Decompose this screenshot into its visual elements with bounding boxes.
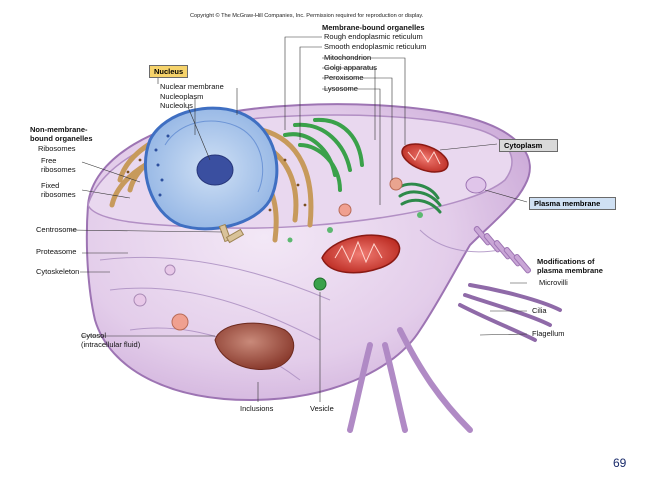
label-nucleoplasm: Nucleoplasm bbox=[160, 92, 204, 101]
label-fixed-ribosomes-2: ribosomes bbox=[41, 190, 76, 199]
label-microvilli: Microvilli bbox=[539, 278, 568, 287]
mitochondrion-lower bbox=[321, 234, 401, 274]
label-rough-er: Rough endoplasmic reticulum bbox=[324, 32, 423, 41]
smooth-er bbox=[283, 117, 364, 192]
copyright-notice: Copyright © The McGraw-Hill Companies, I… bbox=[190, 13, 424, 19]
label-ribosomes: Ribosomes bbox=[38, 144, 76, 153]
modifications-header-line2: plasma membrane bbox=[537, 266, 603, 275]
cytoplasm-box-label: Cytoplasm bbox=[499, 139, 558, 152]
peroxisome bbox=[389, 177, 403, 191]
plasma-membrane-box-label: Plasma membrane bbox=[529, 197, 616, 210]
non-membrane-header-line2: bound organelles bbox=[30, 134, 93, 143]
label-mitochondrion: Mitochondrion bbox=[324, 53, 372, 62]
label-centrosome: Centrosome bbox=[36, 225, 77, 234]
nucleolus bbox=[196, 154, 234, 186]
label-cilia: Cilia bbox=[532, 306, 547, 315]
label-flagellum: Flagellum bbox=[532, 329, 565, 338]
label-golgi-apparatus: Golgi apparatus bbox=[324, 63, 377, 72]
lysosome bbox=[338, 203, 352, 217]
label-cytosol-1: Cytosol bbox=[81, 331, 107, 340]
label-smooth-er: Smooth endoplasmic reticulum bbox=[324, 42, 427, 51]
cilia bbox=[458, 283, 562, 342]
label-cytoskeleton: Cytoskeleton bbox=[36, 267, 80, 276]
page-number: 69 bbox=[613, 456, 627, 470]
label-lysosome: Lysosome bbox=[324, 84, 358, 93]
vesicle bbox=[313, 277, 327, 291]
label-nuclear-membrane: Nuclear membrane bbox=[160, 82, 224, 91]
label-fixed-ribosomes-1: Fixed bbox=[41, 181, 60, 190]
microvilli bbox=[473, 225, 532, 274]
label-vesicle: Vesicle bbox=[310, 404, 334, 413]
flagellum bbox=[347, 327, 473, 433]
centrosome bbox=[218, 223, 245, 244]
modifications-header-line1: Modifications of bbox=[537, 257, 595, 266]
label-nucleolus: Nucleolus bbox=[160, 101, 193, 110]
mitochondrion-upper bbox=[401, 143, 449, 173]
label-free-ribosomes-2: ribosomes bbox=[41, 165, 76, 174]
nucleus-box-label: Nucleus bbox=[149, 65, 189, 78]
non-membrane-header-line1: Non-membrane- bbox=[30, 125, 88, 134]
label-cytosol-2: (intracellular fluid) bbox=[81, 340, 141, 349]
membrane-bound-header: Membrane-bound organelles bbox=[322, 23, 425, 32]
label-inclusions: Inclusions bbox=[240, 404, 274, 413]
leader-lines bbox=[69, 36, 528, 402]
label-free-ribosomes-1: Free bbox=[41, 156, 57, 165]
inclusion bbox=[214, 322, 295, 370]
label-peroxisome: Peroxisome bbox=[324, 73, 364, 82]
label-proteasome: Proteasome bbox=[36, 247, 77, 256]
